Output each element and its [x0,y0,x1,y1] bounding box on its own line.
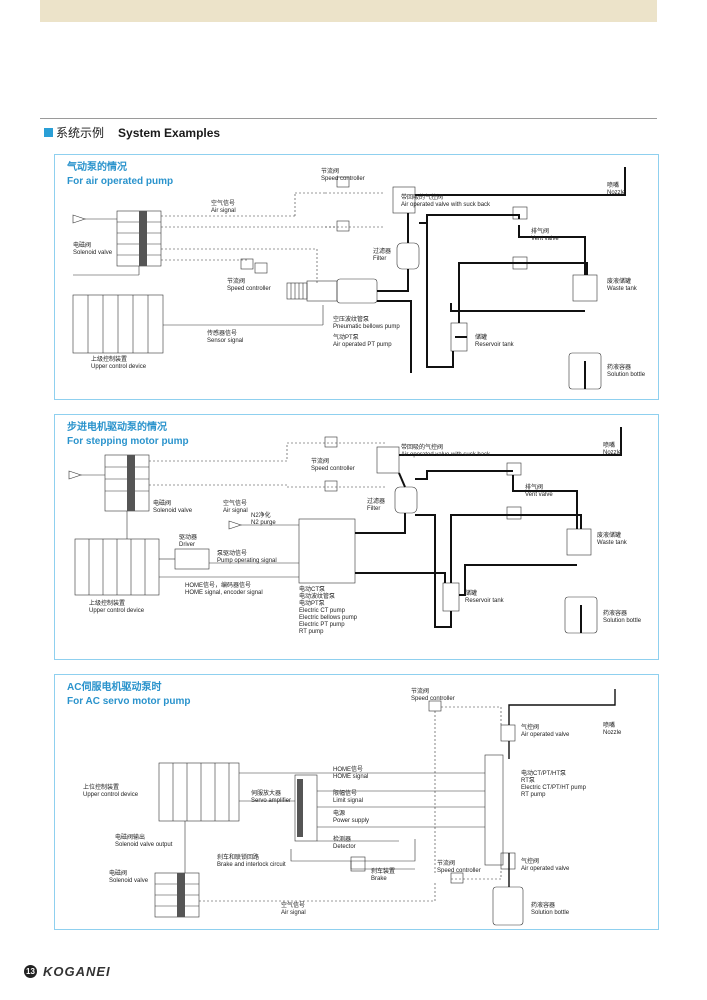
page-number: 13 [24,965,37,978]
solution-bottle [492,886,524,926]
servo-pump [484,754,504,866]
waste-tank [566,528,592,556]
footer: 13 KOGANEI [24,964,111,979]
suckback-valve [392,186,416,214]
section-title-en: System Examples [118,125,221,140]
panel3-diagram [154,689,616,926]
section-divider [40,118,657,119]
reservoir-tank [442,582,460,612]
section-title: 系统示例 System Examples [44,124,220,141]
servo-amplifier [294,774,318,842]
panel-ac-servo-motor-pump: AC伺服电机驱动泵时 For AC servo motor pump [54,674,659,930]
panel2-diagram [68,427,622,634]
waste-tank [572,274,598,302]
brand-logo: KOGANEI [43,964,111,979]
panel2-title-en: For stepping motor pump [67,436,189,447]
air-valve-top [500,724,516,742]
air-inlet-icon [72,214,86,224]
panel-air-operated-pump: 气动泵的情况 For air operated pump [54,154,659,400]
air-valve-bottom [500,852,516,870]
panel-stepping-motor-pump: 步进电机驱动泵的情况 For stepping motor pump [54,414,659,660]
panel3-title-en: For AC servo motor pump [67,696,191,707]
section-marker-icon [44,128,53,137]
upper-control-device [158,762,240,822]
driver-icon [174,548,210,570]
bellows-icon [286,282,308,300]
top-color-band [40,0,657,22]
section-title-zh: 系统示例 [56,126,105,140]
panel1-title-en: For air operated pump [67,176,174,187]
panel3-title-zh: AC伺服电机驱动泵时 [67,682,162,693]
panel1-title-zh: 气动泵的情况 [67,162,127,173]
filter [394,486,418,514]
filter [396,242,420,270]
panel1-diagram [72,167,626,390]
pt-pump [336,278,378,304]
electric-pump [298,518,356,584]
panel2-title-zh: 步进电机驱动泵的情况 [67,422,167,433]
suckback-valve [376,446,400,474]
